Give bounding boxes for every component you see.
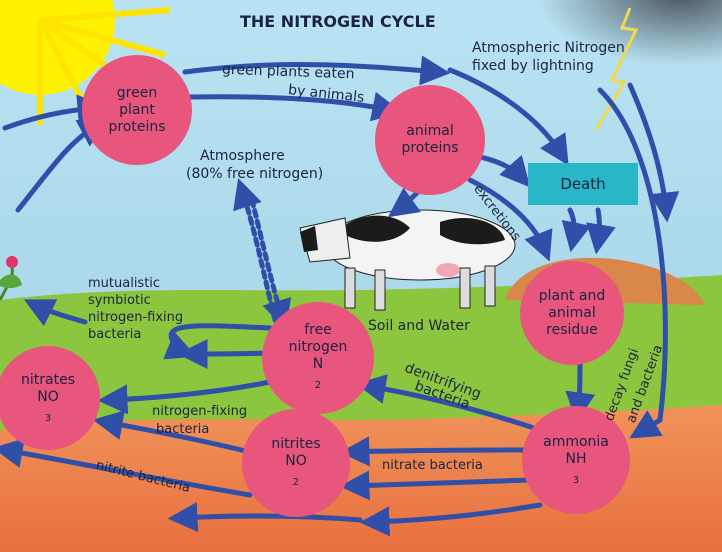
label-lightning-line1: Atmospheric Nitrogen [472, 40, 625, 56]
label-mutualistic-line2: symbiotic [88, 293, 151, 309]
label-mutualistic-line1: mutualistic [88, 276, 160, 292]
arrow-residue-to-ammonia [578, 360, 580, 410]
death-box: Death [528, 163, 638, 205]
label-mutualistic-line3: nitrogen-fixing [88, 310, 183, 326]
label-atmosphere-line1: Atmosphere [200, 148, 285, 164]
diagram-title: THE NITROGEN CYCLE [240, 14, 436, 30]
arrow-ammonia-to-nitrites-1 [352, 450, 530, 452]
label-soil-and-water: Soil and Water [368, 318, 470, 334]
label-nitrogen-fixing: nitrogen-fixing [152, 404, 247, 420]
arrow-free-to-mutualistic-b [190, 353, 268, 354]
label-nitrate-bacteria: nitrate bacteria [382, 458, 483, 474]
arrow-death-to-residue-2 [598, 210, 600, 242]
label-mutualistic-line4: bacteria [88, 327, 141, 343]
label-atmosphere-line2: (80% free nitrogen) [186, 166, 323, 182]
label-nitrogen-fixing-bacteria: bacteria [156, 422, 209, 438]
label-lightning-line2: fixed by lightning [472, 58, 594, 74]
